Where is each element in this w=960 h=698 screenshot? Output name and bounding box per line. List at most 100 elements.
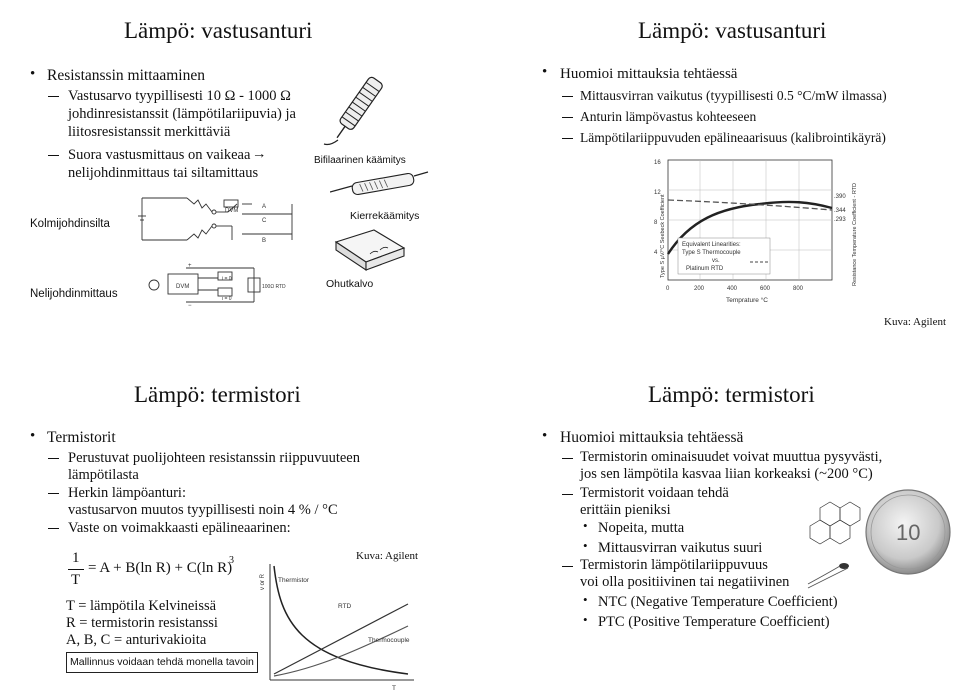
dash-marker [48, 96, 59, 97]
dash-marker [48, 458, 59, 459]
slide-vastusanturi-1: Lämpö: vastusanturi • Resistanssin mitta… [0, 0, 478, 338]
minus-label: − [188, 303, 192, 308]
sub-text: vastusarvon muutos tyypillisesti noin 4 … [68, 502, 338, 518]
sub-text: Termistorit voidaan tehdä [580, 485, 729, 501]
dash-marker [48, 155, 59, 156]
slide-termistori-1: Lämpö: termistori • Termistorit Perustuv… [0, 360, 478, 698]
thermistor-label: Thermistor [278, 577, 310, 584]
bullet-dot: • [30, 66, 36, 82]
legend-line: vs. [712, 258, 720, 264]
formula-denominator: T [71, 572, 81, 588]
sub-text: nelijohdinmittaus tai siltamittaus [68, 165, 259, 181]
modeling-note: Mallinnus voidaan tehdä monella tavoin [66, 652, 258, 673]
thermistor-bead-icon [839, 563, 849, 569]
ytick-label: 16 [654, 160, 661, 166]
sub-text: Herkin lämpöanturi: [68, 485, 186, 501]
xtick-label: 800 [793, 286, 804, 292]
current-zero-label: i = 0 [222, 296, 232, 302]
image-credit: Kuva: Agilent [884, 316, 947, 328]
thinfilm-sensor-image [334, 229, 406, 272]
y-axis-label: Type S µV/°C Seebeck Coefficient [660, 194, 666, 278]
x-axis-label: T [392, 685, 396, 692]
slide-title: Lämpö: termistori [134, 382, 301, 407]
coin-denomination-icon: 10 [896, 520, 920, 545]
rtd-label: RTD [338, 603, 352, 610]
sub-text: Vastusarvo tyypillisesti 10 Ω - 1000 Ω [68, 88, 291, 104]
formula-rhs: = A + B(ln R) + C(ln R) [88, 560, 233, 576]
xtick-label: 200 [694, 286, 705, 292]
sub-text: Anturin lämpövastus kohteeseen [580, 109, 757, 124]
y2-axis-label: Resistance Temperature Coefficient - RTD [852, 183, 858, 286]
rtd-line [273, 603, 409, 675]
dash-marker [48, 528, 59, 529]
slide-title: Lämpö: vastusanturi [638, 18, 827, 43]
sub-text: erittäin pieniksi [580, 502, 671, 518]
xtick-label: 600 [760, 286, 771, 292]
ytick-label: 8 [654, 220, 658, 226]
dash-marker [562, 494, 573, 495]
formula-exponent: 3 [229, 555, 234, 566]
bridge-circuit-diagram: DVM A C B [138, 197, 293, 244]
slide-termistori-2: Lämpö: termistori • Huomioi mittauksia t… [484, 360, 960, 698]
bridge-c-label: C [262, 218, 267, 224]
sub-text: Mittausvirran vaikutus (tyypillisesti 0.… [580, 88, 887, 103]
bullet-dot: • [30, 428, 36, 444]
definition-text: T = lämpötila Kelvineissä [66, 598, 217, 614]
thermocouple-curve [273, 625, 409, 677]
sub-text: Termistorin lämpötilariippuvuus [580, 557, 768, 573]
bullet-text: Huomioi mittauksia tehtäessä [560, 66, 738, 82]
slide-title: Lämpö: vastusanturi [124, 18, 313, 43]
sub-text: jos sen lämpötila kasvaa liian korkeaksi… [580, 466, 873, 482]
dash-marker [562, 566, 573, 567]
x-axis-label: Temprature °C [726, 296, 768, 304]
linearity-chart: 16 12 8 4 0 200 400 600 800 .390 .344 .2… [654, 159, 858, 304]
coiled-sensor-image [330, 171, 429, 196]
dash-marker [48, 493, 59, 494]
thermistor-coin-photo: 10 [807, 489, 951, 589]
rtd-label: 100Ω RTD [262, 284, 286, 290]
formula-fraction-line [68, 569, 84, 570]
bullet-dot: • [583, 612, 588, 627]
thermocouple-curve [666, 200, 833, 255]
formula-numerator: 1 [72, 550, 80, 566]
rtick-label: .344 [834, 208, 846, 214]
thermocouple-label: Thermocouple [368, 637, 410, 644]
bullet-dot: • [583, 592, 588, 607]
bifilar-label: Bifilaarinen käämitys [314, 155, 406, 166]
legend-line: Equivalent Linearities: [682, 242, 741, 248]
xtick-label: 400 [727, 286, 738, 292]
fourwire-label: Nelijohdinmittaus [30, 288, 118, 300]
bridge-label: Kolmijohdinsilta [30, 218, 110, 230]
ytick-label: 4 [654, 250, 658, 256]
dash-marker [562, 117, 573, 118]
dvm-label: DVM [225, 208, 238, 214]
xtick-label: 0 [666, 286, 670, 292]
sub-bullet-text: NTC (Negative Temperature Coefficient) [598, 594, 838, 610]
sub-text: Perustuvat puolijohteen resistanssin rii… [68, 450, 360, 466]
bullet-dot: • [583, 538, 588, 553]
y-axis-label: v or R [260, 573, 266, 590]
sub-bullet-text: Mittausvirran vaikutus suuri [598, 540, 763, 556]
bullet-text: Termistorit [47, 429, 116, 446]
thermistor-curve [273, 565, 409, 675]
bridge-a-label: A [262, 204, 266, 210]
rtick-label: .293 [834, 217, 846, 223]
legend-line: Type S Thermocouple [682, 250, 741, 256]
bullet-text: Resistanssin mittaaminen [47, 67, 205, 84]
bullet-dot: • [542, 428, 548, 444]
dash-marker [562, 96, 573, 97]
dvm-label: DVM [176, 284, 189, 290]
sub-text: Termistorin ominaisuudet voivat muuttua … [580, 449, 883, 465]
bifilar-sensor-image [323, 76, 383, 146]
sub-text: Vaste on voimakkaasti epälineaarinen: [68, 520, 291, 536]
sub-text: Lämpötilariippuvuden epälineaarisuus (ka… [580, 130, 886, 145]
sub-text: voi olla positiivinen tai negatiivinen [580, 574, 790, 590]
fourwire-circuit-diagram: DVM + − i = 0 i = 0 100Ω RTD [148, 263, 286, 308]
bridge-b-label: B [262, 238, 266, 244]
definition-text: A, B, C = anturivakioita [66, 632, 207, 648]
image-credit: Kuva: Agilent [356, 550, 419, 562]
sub-bullet-text: Nopeita, mutta [598, 520, 685, 536]
arrow-icon: → [252, 146, 267, 162]
bullet-dot: • [542, 64, 548, 80]
sub-text: Suora vastusmittaus on vaikeaa [68, 147, 251, 163]
